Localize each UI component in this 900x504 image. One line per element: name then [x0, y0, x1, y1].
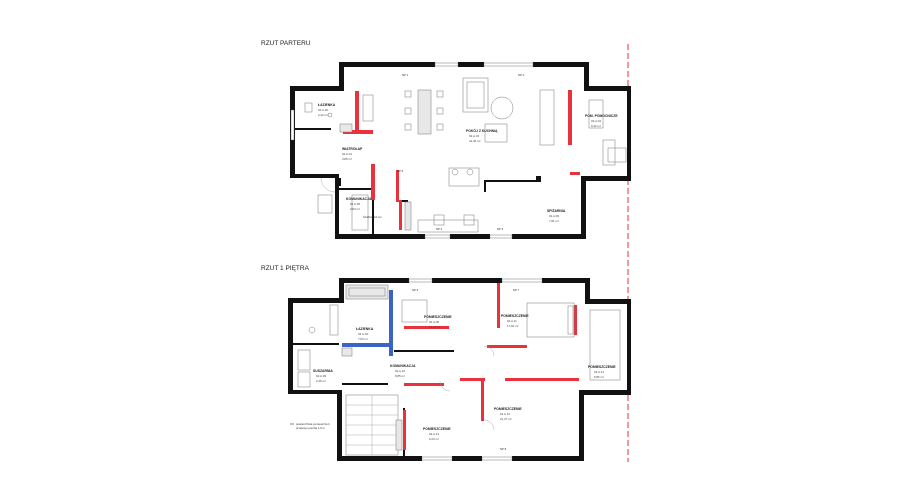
svg-text:02.A.01: 02.A.01 [342, 152, 352, 156]
room-label: SUSZARNIA 02.A.09 2,46 m² [313, 369, 333, 383]
first-floor-plan: ŁAZIENKA 02.A.02 7,53 m² POMIESZCZENIE 0… [288, 278, 631, 461]
svg-text:2,84 m²: 2,84 m² [350, 207, 360, 211]
desk-icon [602, 139, 616, 166]
svg-text:POMIESZCZENIE: POMIESZCZENIE [423, 427, 451, 431]
svg-text:17,60 m²: 17,60 m² [507, 324, 518, 328]
room-label: ŁAZIENKA 02.A.02 7,53 m² [356, 327, 374, 341]
svg-text:02.A.10: 02.A.10 [395, 369, 405, 373]
room-label: POMIESZCZENIE 02.A.14 6,86 m² [588, 365, 616, 379]
room-label: POMIESZCZENIE 02.A.11 17,60 m² [501, 314, 529, 328]
ground-floor-heading: RZUT PARTERU [261, 40, 311, 47]
washbasin-icon [339, 123, 353, 133]
svg-text:SUSZARNIA: SUSZARNIA [313, 369, 333, 373]
svg-text:02.A.12: 02.A.12 [500, 412, 510, 416]
svg-text:SPIŻARNIA: SPIŻARNIA [547, 209, 566, 213]
kitchen-island-icon [448, 167, 480, 187]
svg-text:KOMUNIKACJA: KOMUNIKACJA [346, 197, 372, 201]
room-label: KOMUNIKACJA 02.A.10 8,85 m² [390, 364, 416, 378]
svg-text:8,85 m²: 8,85 m² [395, 374, 405, 378]
tech-label: NP 6 [412, 288, 419, 292]
svg-text:POM. POMOCNICZE: POM. POMOCNICZE [585, 114, 618, 118]
bed-icon [526, 302, 575, 338]
svg-text:6,86 m²: 6,86 m² [594, 375, 604, 379]
svg-text:2,46 m²: 2,46 m² [316, 379, 326, 383]
svg-text:02.A.06: 02.A.06 [549, 214, 559, 218]
svg-text:9,42 m²: 9,42 m² [591, 124, 601, 128]
svg-text:02.A.11: 02.A.11 [507, 319, 517, 323]
door-swing [320, 177, 336, 193]
svg-text:13,78 m²: 13,78 m² [429, 325, 440, 329]
tech-label: NP 8 [500, 447, 507, 451]
svg-text:02.A.02: 02.A.02 [358, 332, 368, 336]
room-label: SPIŻARNIA 02.A.06 7,81 m² [547, 209, 566, 223]
room-label: POMIESZCZENIE 02.A.12 21,37 m² [494, 407, 522, 421]
svg-text:21,37 m²: 21,37 m² [500, 417, 511, 421]
svg-text:2,42 m²: 2,42 m² [318, 113, 328, 117]
svg-text:02.A.02: 02.A.02 [318, 108, 328, 112]
svg-text:02.A.14: 02.A.14 [594, 370, 604, 374]
svg-text:POMIESZCZENIE: POMIESZCZENIE [424, 315, 452, 319]
tech-label: NP 7 [513, 288, 520, 292]
svg-text:3,85 m²: 3,85 m² [342, 157, 352, 161]
svg-text:POMIESZCZENIE: POMIESZCZENIE [588, 365, 616, 369]
sofa-icon [462, 77, 489, 113]
svg-text:przekroju poniżej 1,9 m: przekroju poniżej 1,9 m [296, 426, 326, 430]
svg-text:02.A.13: 02.A.13 [429, 432, 439, 436]
svg-text:41,46 m²: 41,46 m² [469, 139, 480, 143]
bathtub-icon [345, 284, 389, 300]
dining-table-icon [417, 89, 432, 135]
svg-text:POKÓJ Z KUCHNIĄ: POKÓJ Z KUCHNIĄ [466, 128, 498, 133]
svg-text:WIATROŁAP: WIATROŁAP [342, 147, 363, 151]
room-label: KOMUNIKACJA 02.A.05 2,84 m² [346, 197, 372, 211]
bed-icon [401, 299, 428, 323]
area-note: powierzchnia pomieszczeń przekroju poniż… [290, 422, 330, 430]
tech-label: NP 4 [518, 73, 525, 77]
tech-label: NP 5 [397, 169, 404, 173]
room-label: ŁAZIENKA 02.A.02 2,42 m² [318, 103, 336, 117]
ground-floor-plan: ŁAZIENKA 02.A.02 2,42 m² WIATROŁAP 02.A.… [290, 62, 631, 239]
svg-text:7,81 m²: 7,81 m² [549, 219, 559, 223]
svg-text:ŁAZIENKA: ŁAZIENKA [356, 327, 374, 331]
svg-text:KOMUNIKACJA: KOMUNIKACJA [390, 364, 416, 368]
svg-text:02.A.09: 02.A.09 [316, 374, 326, 378]
room-label: POKÓJ Z KUCHNIĄ 02.A.03 41,46 m² [466, 128, 498, 143]
svg-text:POMIESZCZENIE: POMIESZCZENIE [494, 407, 522, 411]
svg-text:POMIESZCZENIE: POMIESZCZENIE [501, 314, 529, 318]
room-label: WIATROŁAP 02.A.01 3,85 m² [342, 147, 363, 161]
tech-label: NP 2 [436, 227, 443, 231]
tech-label: NP 3 [497, 227, 504, 231]
svg-text:02.A.04: 02.A.04 [591, 119, 601, 123]
svg-text:7,53 m²: 7,53 m² [358, 337, 368, 341]
svg-text:6,23 m²: 6,23 m² [429, 437, 439, 441]
door-swing [483, 419, 495, 431]
room-label: POMIESZCZENIE 02.A.13 6,23 m² [423, 427, 451, 441]
svg-text:02.A.05: 02.A.05 [350, 202, 360, 206]
door-swing [439, 380, 451, 392]
toilet-icon [308, 326, 316, 334]
svg-text:powierzchnia pomieszczeń: powierzchnia pomieszczeń [296, 422, 330, 426]
room-label: POMIESZCZENIE 02.A.08 13,78 m² [424, 315, 452, 329]
tech-label: ŚCIANA 10 cm [363, 214, 382, 219]
tech-label: NP 1 [402, 73, 409, 77]
svg-text:02.A.03: 02.A.03 [469, 134, 479, 138]
svg-text:ŁAZIENKA: ŁAZIENKA [318, 103, 336, 107]
door-swing [483, 345, 495, 357]
staircase-icon [345, 394, 399, 456]
svg-text:02.A.08: 02.A.08 [429, 320, 439, 324]
room-label: POM. POMOCNICZE 02.A.04 9,42 m² [585, 114, 618, 128]
first-floor-heading: RZUT 1 PIĘTRA [261, 265, 310, 272]
